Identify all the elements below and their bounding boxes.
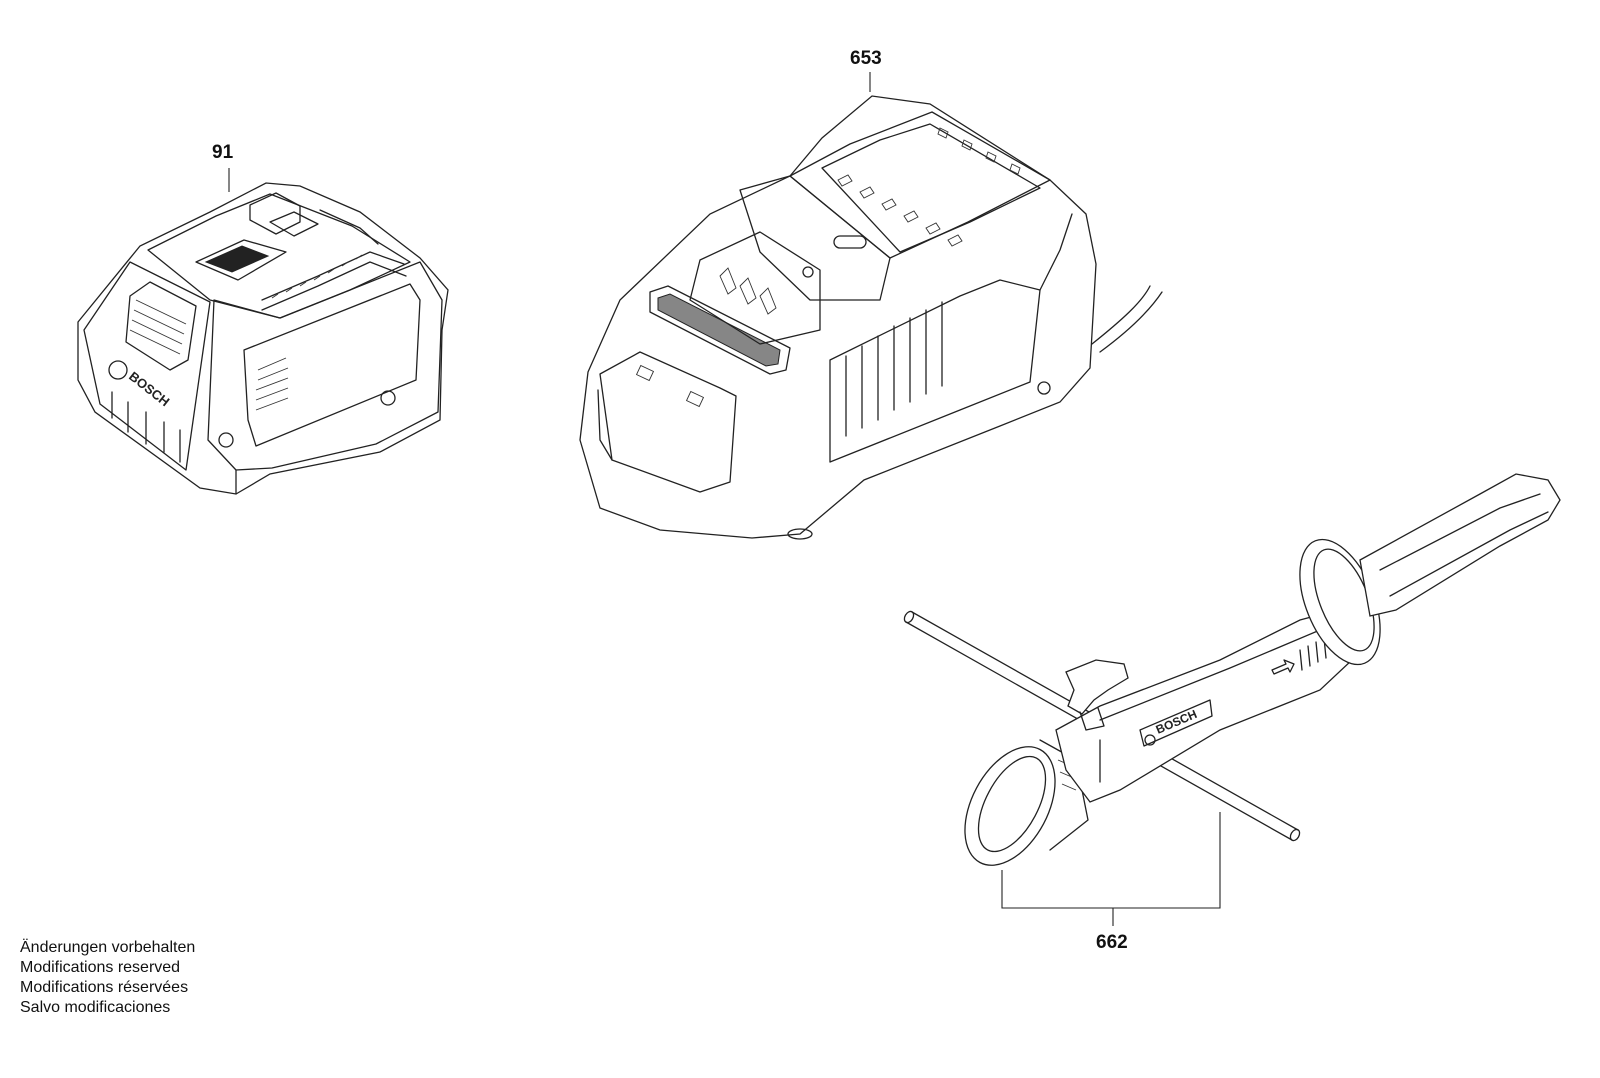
notice-line-de: Änderungen vorbehalten [20, 939, 196, 956]
notice-line-fr: Modifications réservées [20, 979, 189, 996]
notice-line-en: Modifications reserved [20, 959, 181, 976]
modifications-notice: Änderungen vorbehalten Modifications res… [20, 938, 195, 1018]
auxiliary-handle-drawing: BOSCH [903, 473, 1561, 926]
battery-pack-drawing: BOSCH [77, 168, 449, 495]
part-label-653: 653 [850, 48, 882, 69]
part-label-662: 662 [1096, 932, 1128, 953]
part-label-91: 91 [212, 142, 234, 163]
charger-drawing [579, 72, 1163, 540]
notice-line-es: Salvo modificaciones [20, 999, 171, 1016]
